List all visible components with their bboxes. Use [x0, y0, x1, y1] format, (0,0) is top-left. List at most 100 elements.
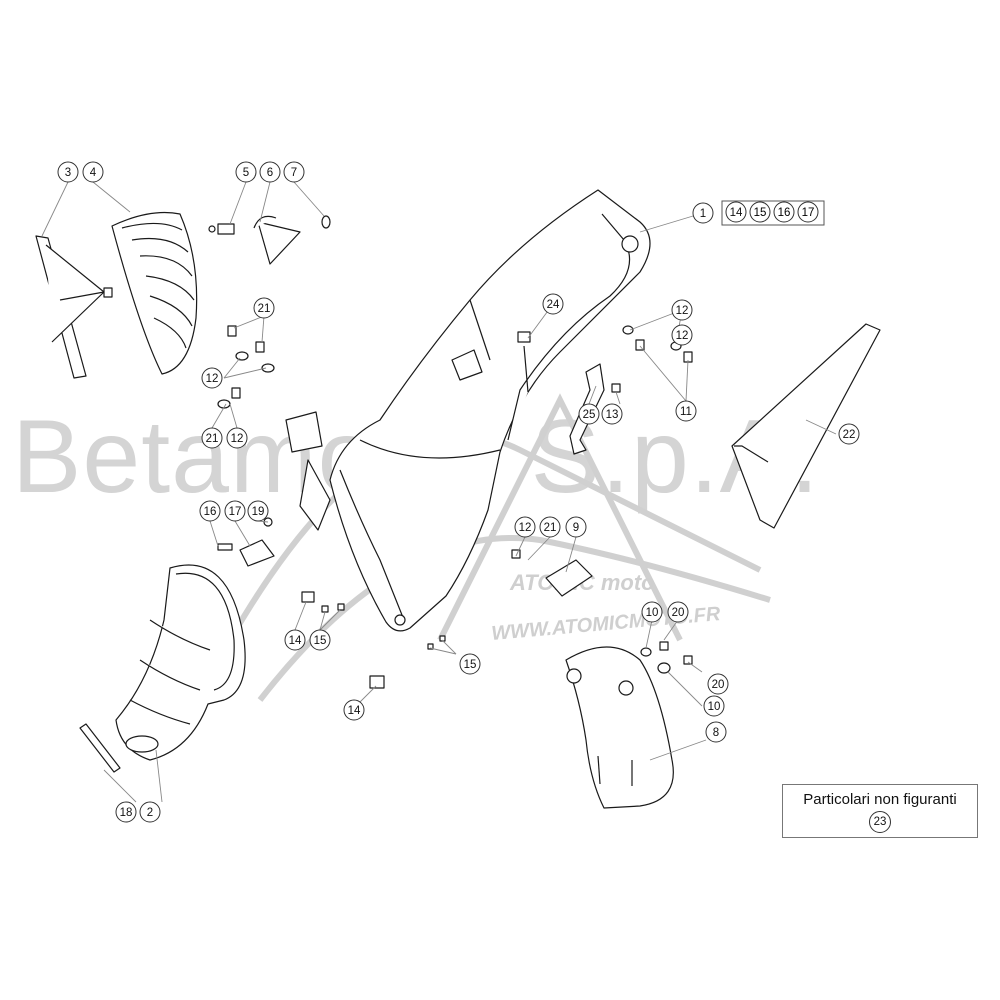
callout-circle: [235, 161, 257, 183]
part-1-subframe: [285, 189, 651, 632]
part-9-sensor: [511, 549, 593, 597]
callout-21: 21: [201, 427, 223, 449]
callout-label: 14: [348, 705, 361, 717]
callout-circle: [705, 721, 727, 743]
callout-25: 25: [578, 403, 600, 425]
callout-label: 3: [65, 167, 71, 179]
part-2-airbox: [115, 564, 246, 761]
callout-label: 15: [314, 635, 327, 647]
callout-circle: [565, 516, 587, 538]
callout-20: 20: [707, 673, 729, 695]
callout-24: 24: [542, 293, 564, 315]
callout-label: 20: [672, 607, 685, 619]
callout-label: 18: [120, 807, 133, 819]
callout-21: 21: [253, 297, 275, 319]
callout-label: 7: [291, 167, 297, 179]
callout-circle: [459, 653, 481, 675]
callout-circle: [773, 201, 795, 223]
callout-circle: [725, 201, 747, 223]
callout-circle: [139, 801, 161, 823]
callout-circle: [343, 699, 365, 721]
callout-label: 17: [229, 506, 242, 518]
callout-circle: [667, 601, 689, 623]
callout-14: 14: [343, 699, 365, 721]
callout-20: 20: [667, 601, 689, 623]
part-8-heat-guard: [565, 646, 674, 809]
kit-callout-16: 16: [773, 201, 795, 223]
callout-3: 3: [57, 161, 79, 183]
callout-12: 12: [671, 324, 693, 346]
callout-circle: [539, 516, 561, 538]
watermark-triangle: [437, 393, 683, 642]
callout-label: 19: [252, 506, 265, 518]
part-5-6-7: [208, 215, 331, 265]
part-4-filter: [111, 211, 198, 375]
callout-circle: [82, 161, 104, 183]
callout-12: 12: [514, 516, 536, 538]
part-14-15: [301, 591, 446, 689]
callout-label: 21: [544, 522, 557, 534]
callout-circle: [514, 516, 536, 538]
callout-circle: [115, 801, 137, 823]
callout-12: 12: [226, 427, 248, 449]
callout-label: 25: [583, 409, 596, 421]
callout-17: 17: [224, 500, 246, 522]
callout-label: 14: [730, 207, 743, 219]
callout-label: 11: [680, 406, 692, 418]
part-16-17-19: [217, 517, 275, 567]
watermark-swoosh-2: [257, 535, 771, 702]
part-3-bracket: [35, 235, 113, 379]
callout-22: 22: [838, 423, 860, 445]
callout-label: 15: [464, 659, 477, 671]
note-number: 23: [869, 811, 891, 833]
callout-circle: [57, 161, 79, 183]
callout-circle: [578, 403, 600, 425]
kit-callout-17: 17: [797, 201, 819, 223]
callout-circle: [259, 161, 281, 183]
part-22-side-cover: [731, 323, 881, 529]
callout-circle: [749, 201, 771, 223]
callout-circle: [838, 423, 860, 445]
callout-label: 15: [754, 207, 767, 219]
callout-circle: [797, 201, 819, 223]
callout-1: 1: [692, 202, 714, 224]
callout-8: 8: [705, 721, 727, 743]
callout-21: 21: [539, 516, 561, 538]
callout-6: 6: [259, 161, 281, 183]
callout-12: 12: [671, 299, 693, 321]
callout-15: 15: [309, 629, 331, 651]
callout-label: 17: [802, 207, 815, 219]
callout-13: 13: [601, 403, 623, 425]
callout-circle: [692, 202, 714, 224]
note-title: Particolari non figuranti: [803, 791, 957, 808]
callout-circle: [309, 629, 331, 651]
callout-7: 7: [283, 161, 305, 183]
callout-9: 9: [565, 516, 587, 538]
callout-label: 2: [147, 807, 153, 819]
callout-circle: [201, 427, 223, 449]
callout-10: 10: [641, 601, 663, 623]
callout-label: 10: [646, 607, 659, 619]
callout-label: 12: [676, 305, 689, 317]
callout-circle: [703, 695, 725, 717]
callout-circle: [675, 400, 697, 422]
callout-2: 2: [139, 801, 161, 823]
kit-callout-15: 15: [749, 201, 771, 223]
callout-label: 8: [713, 727, 719, 739]
callout-circle: [641, 601, 663, 623]
callout-label: 4: [90, 167, 97, 179]
callout-label: 24: [547, 299, 560, 311]
callout-circle: [226, 427, 248, 449]
bolts-21-12: [217, 325, 275, 409]
callout-circle: [601, 403, 623, 425]
callout-circle: [224, 500, 246, 522]
callout-label: 14: [289, 635, 302, 647]
callout-circle: [671, 299, 693, 321]
callout-label: 5: [243, 167, 249, 179]
callout-label: 16: [204, 506, 217, 518]
callout-4: 4: [82, 161, 104, 183]
callout-12: 12: [201, 367, 223, 389]
callout-label: 20: [712, 679, 725, 691]
